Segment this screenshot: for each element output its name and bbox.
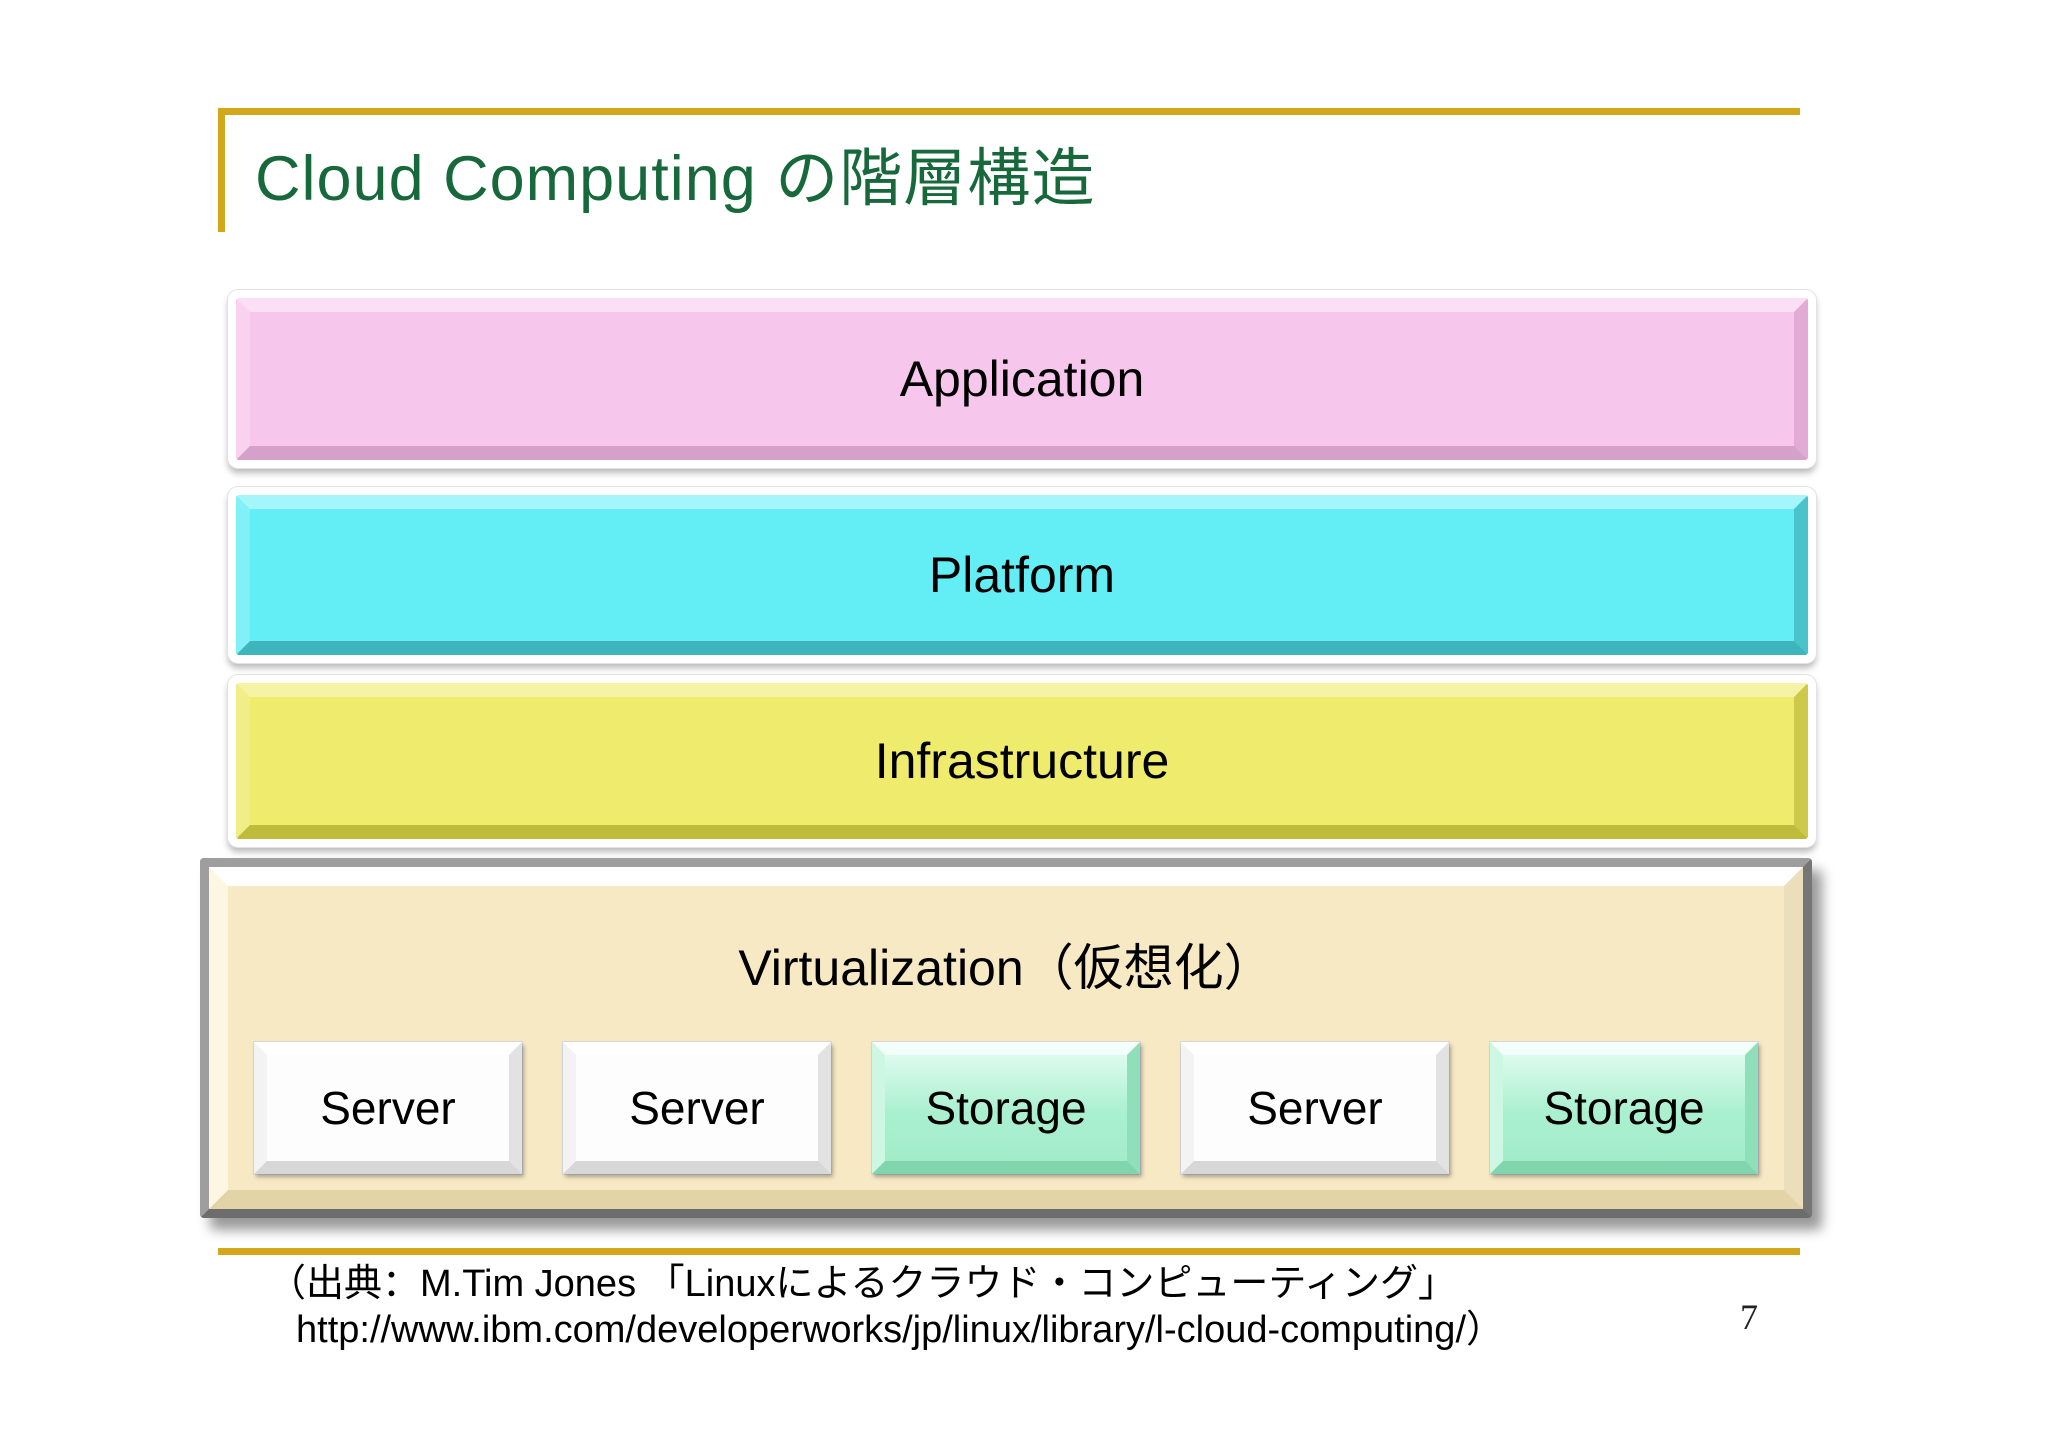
citation-line-2: http://www.ibm.com/developerworks/jp/lin… <box>296 1308 1505 1351</box>
chip-storage-1-label: Storage <box>925 1082 1087 1134</box>
layer-platform: Platform <box>228 487 1816 663</box>
chip-server-2-label: Server <box>629 1082 765 1134</box>
layer-application: Application <box>228 290 1816 468</box>
footer-divider <box>218 1248 1800 1255</box>
layer-infrastructure-surface: Infrastructure <box>236 683 1808 839</box>
chip-server-3-label: Server <box>1247 1082 1383 1134</box>
virtualization-label: Virtualization（仮想化） <box>738 940 1274 996</box>
chip-server-2: Server <box>563 1042 831 1174</box>
chip-storage-2: Storage <box>1490 1042 1758 1174</box>
chip-server-1: Server <box>254 1042 522 1174</box>
layer-application-label: Application <box>899 351 1145 407</box>
chip-server-1-label: Server <box>320 1082 456 1134</box>
layer-infrastructure: Infrastructure <box>228 675 1816 847</box>
page-number: 7 <box>1740 1297 1758 1337</box>
layer-application-surface: Application <box>236 298 1808 460</box>
layer-platform-surface: Platform <box>236 495 1808 655</box>
layer-infrastructure-label: Infrastructure <box>874 733 1170 789</box>
virtualization-chips-row: Server Server Storage Server Storage <box>228 1042 1784 1174</box>
citation: （出典：M.Tim Jones 「Linuxによるクラウド・コンピューティング」… <box>268 1262 1504 1353</box>
chip-storage-2-label: Storage <box>1543 1082 1705 1134</box>
layer-platform-label: Platform <box>928 547 1116 603</box>
chip-server-3: Server <box>1181 1042 1449 1174</box>
title-block: Cloud Computing の階層構造 <box>218 108 1800 232</box>
virtualization-surface: Virtualization（仮想化） Server Server Storag… <box>209 867 1803 1209</box>
citation-line-1: （出典：M.Tim Jones 「Linuxによるクラウド・コンピューティング」 <box>268 1263 1457 1305</box>
page-title: Cloud Computing の階層構造 <box>255 144 1096 214</box>
virtualization-box: Virtualization（仮想化） Server Server Storag… <box>200 858 1812 1218</box>
chip-storage-1: Storage <box>872 1042 1140 1174</box>
